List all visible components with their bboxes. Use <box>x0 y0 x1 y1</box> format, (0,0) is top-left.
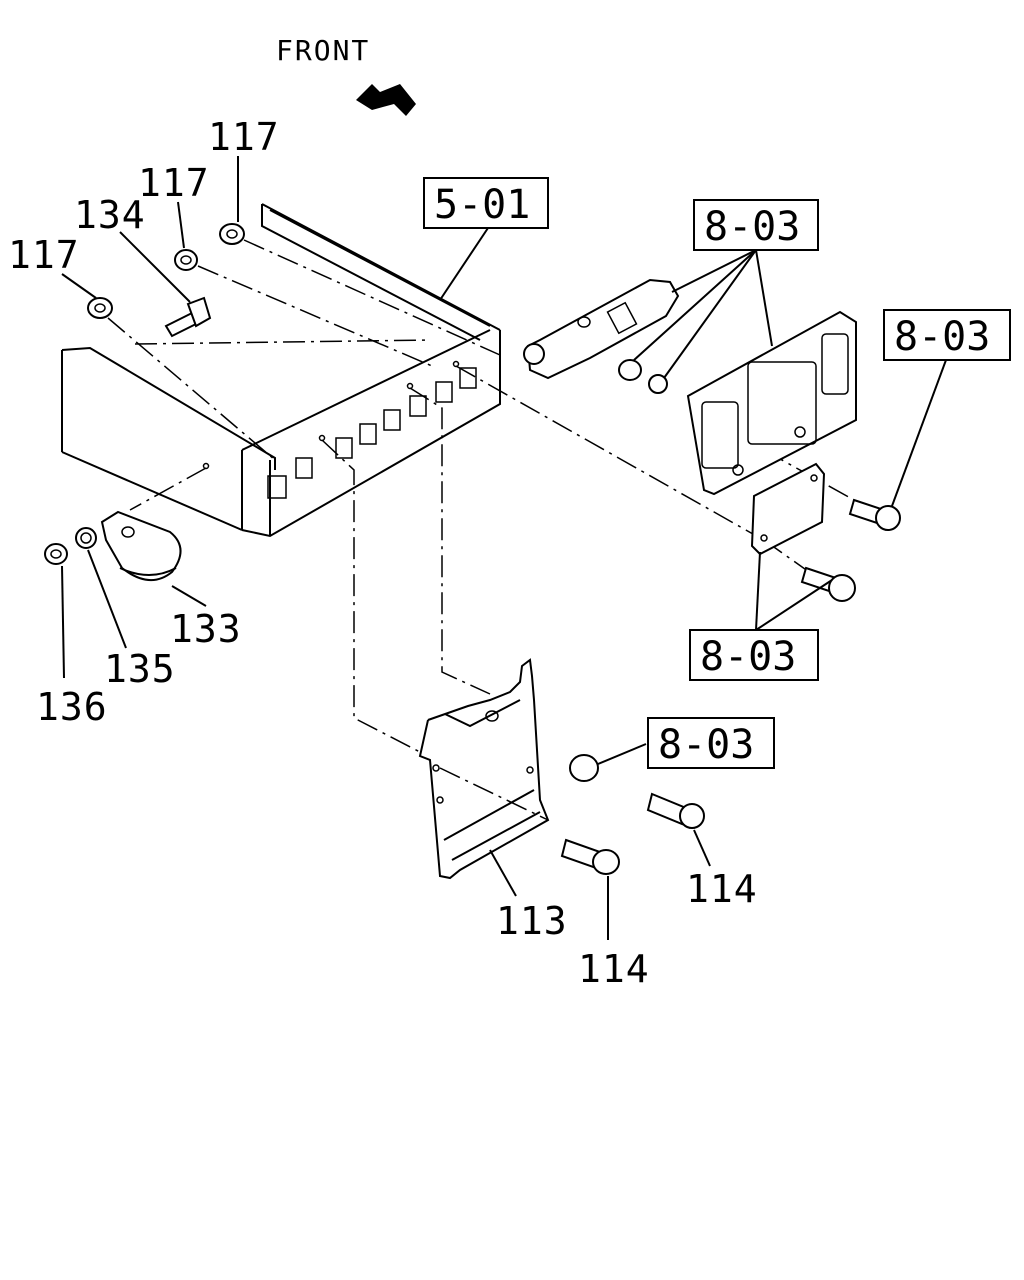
front-label: FRONT <box>276 34 370 67</box>
cap-8-03 <box>569 754 599 782</box>
part-label-134: 134 <box>74 193 146 237</box>
nut-136 <box>44 543 68 565</box>
svg-text:5-01: 5-01 <box>434 182 530 228</box>
bolt-8-03-lower <box>800 566 856 602</box>
mount-plate <box>750 462 826 556</box>
nut-117-b <box>174 249 198 271</box>
svg-text:8-03: 8-03 <box>658 722 754 768</box>
ref-box-5-01: 5-01 <box>423 177 549 229</box>
part-label-117-c: 117 <box>8 233 80 277</box>
part-label-113: 113 <box>496 899 568 943</box>
washer-8-03 <box>648 374 668 394</box>
part-label-117-b: 117 <box>138 161 210 205</box>
bolt-114-a <box>560 838 620 875</box>
washer-135 <box>75 527 97 549</box>
svg-text:8-03: 8-03 <box>704 204 800 250</box>
part-label-117-a: 117 <box>208 115 280 159</box>
ref-box-8-03-right: 8-03 <box>883 309 1011 361</box>
front-arrow-icon <box>356 84 416 116</box>
nut-117-a <box>219 223 245 245</box>
tow-hook-133 <box>100 510 182 581</box>
nut-8-03 <box>618 359 642 381</box>
part-label-114-b: 114 <box>686 867 758 911</box>
bolt-8-03-upper <box>848 498 901 531</box>
svg-text:8-03: 8-03 <box>700 634 796 680</box>
ref-box-8-03-mid: 8-03 <box>689 629 819 681</box>
bracket-113 <box>418 658 550 880</box>
nut-117-c <box>87 297 113 319</box>
leader-lines <box>61 156 947 940</box>
part-label-135: 135 <box>104 647 176 691</box>
lamp-arm <box>523 278 680 380</box>
combination-lamp <box>686 310 857 496</box>
ref-box-8-03-lower: 8-03 <box>647 717 775 769</box>
part-label-114-a: 114 <box>578 947 650 991</box>
bolt-134 <box>164 296 212 338</box>
ref-box-8-03-top: 8-03 <box>693 199 819 251</box>
part-label-136: 136 <box>36 685 108 729</box>
bolt-114-b <box>646 792 705 829</box>
svg-text:8-03: 8-03 <box>894 314 990 360</box>
frame-beam <box>61 203 501 538</box>
part-label-133: 133 <box>170 607 242 651</box>
